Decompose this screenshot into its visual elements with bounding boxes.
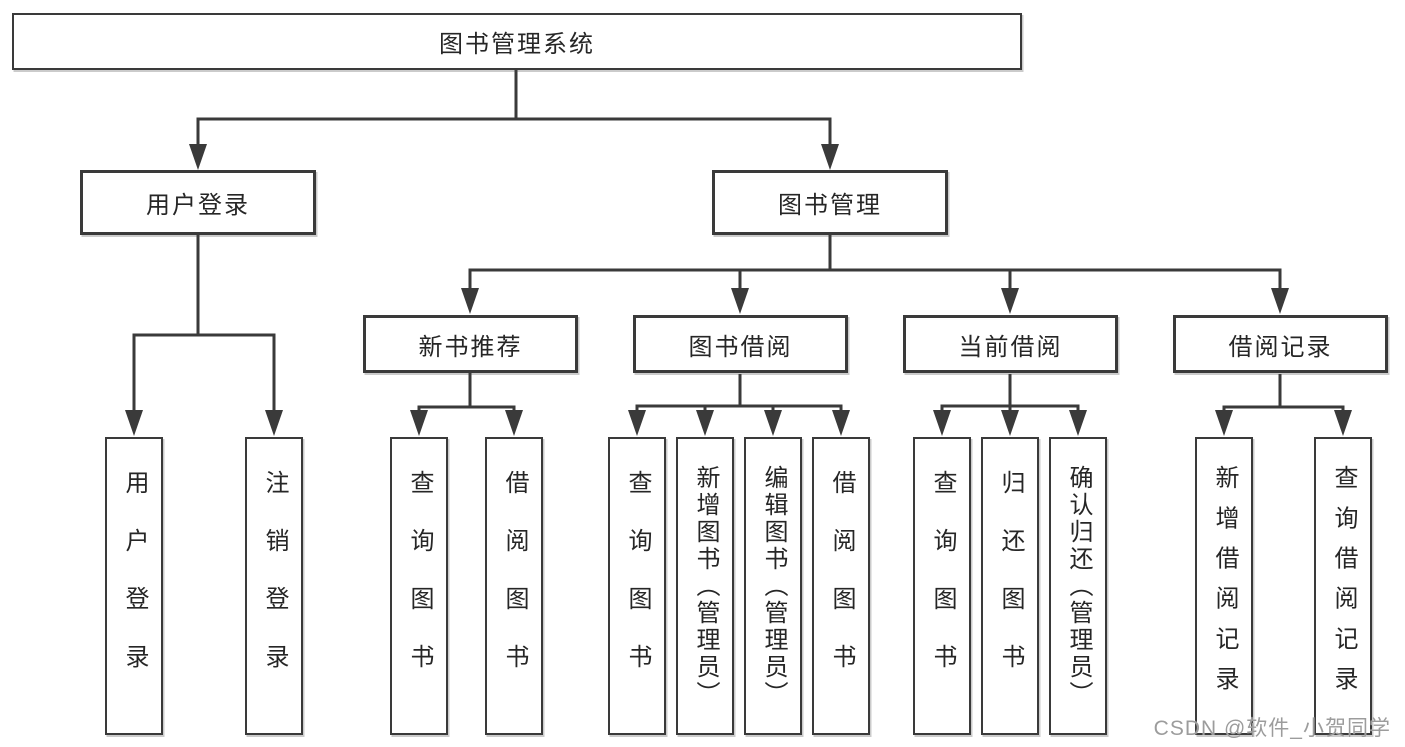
leaf-borrow-books-recommend: 借阅图书 [485,437,543,735]
node-book-management: 图书管理 [712,170,948,235]
node-label: 新书推荐 [418,333,523,361]
node-borrow-record: 借阅记录 [1173,315,1388,373]
watermark: CSDN @软件_小贺同学 [1153,717,1391,740]
leaf-user-login: 用户登录 [105,437,163,735]
node-label: 图书管理 [778,192,882,219]
arrowhead-icons [125,144,1352,436]
leaf-add-book-admin: 新增图书（管理员） [676,437,734,735]
leaf-borrow-books: 借阅图书 [812,437,870,735]
node-label: 新增借阅记录 [1211,465,1238,707]
node-label: 确认归还（管理员） [1065,464,1092,708]
node-label: 用户登录 [146,192,250,219]
node-label: 查询借阅记录 [1330,465,1357,707]
node-label: 查询图书 [624,470,651,702]
leaf-return-book: 归还图书 [981,437,1039,735]
node-label: 图书借阅 [688,333,793,361]
node-user-login: 用户登录 [80,170,316,235]
node-label: 借阅记录 [1228,333,1333,361]
leaf-query-books-borrow: 查询图书 [608,437,666,735]
node-label: 注销登录 [261,470,288,702]
node-book-borrow: 图书借阅 [633,315,848,373]
node-label: 图书管理系统 [439,31,595,58]
node-label: 用户登录 [121,470,148,702]
node-label: 查询图书 [929,470,956,702]
leaf-add-borrow-record: 新增借阅记录 [1195,437,1253,735]
leaf-query-borrow-record: 查询借阅记录 [1314,437,1372,735]
node-label: 查询图书 [406,470,433,702]
node-label: 当前借阅 [958,333,1063,361]
node-current-borrow: 当前借阅 [903,315,1118,373]
leaf-confirm-return-admin: 确认归还（管理员） [1049,437,1107,735]
node-library-management-system: 图书管理系统 [12,13,1022,70]
leaf-edit-book-admin: 编辑图书（管理员） [744,437,802,735]
leaf-query-books-current: 查询图书 [913,437,971,735]
node-label: 借阅图书 [828,470,855,702]
leaf-logout-login: 注销登录 [245,437,303,735]
node-label: 编辑图书（管理员） [760,464,787,708]
node-label: 借阅图书 [501,470,528,702]
node-new-book-recommend: 新书推荐 [363,315,578,373]
node-label: 归还图书 [997,470,1024,702]
leaf-query-books-recommend: 查询图书 [390,437,448,735]
node-label: 新增图书（管理员） [692,464,719,708]
